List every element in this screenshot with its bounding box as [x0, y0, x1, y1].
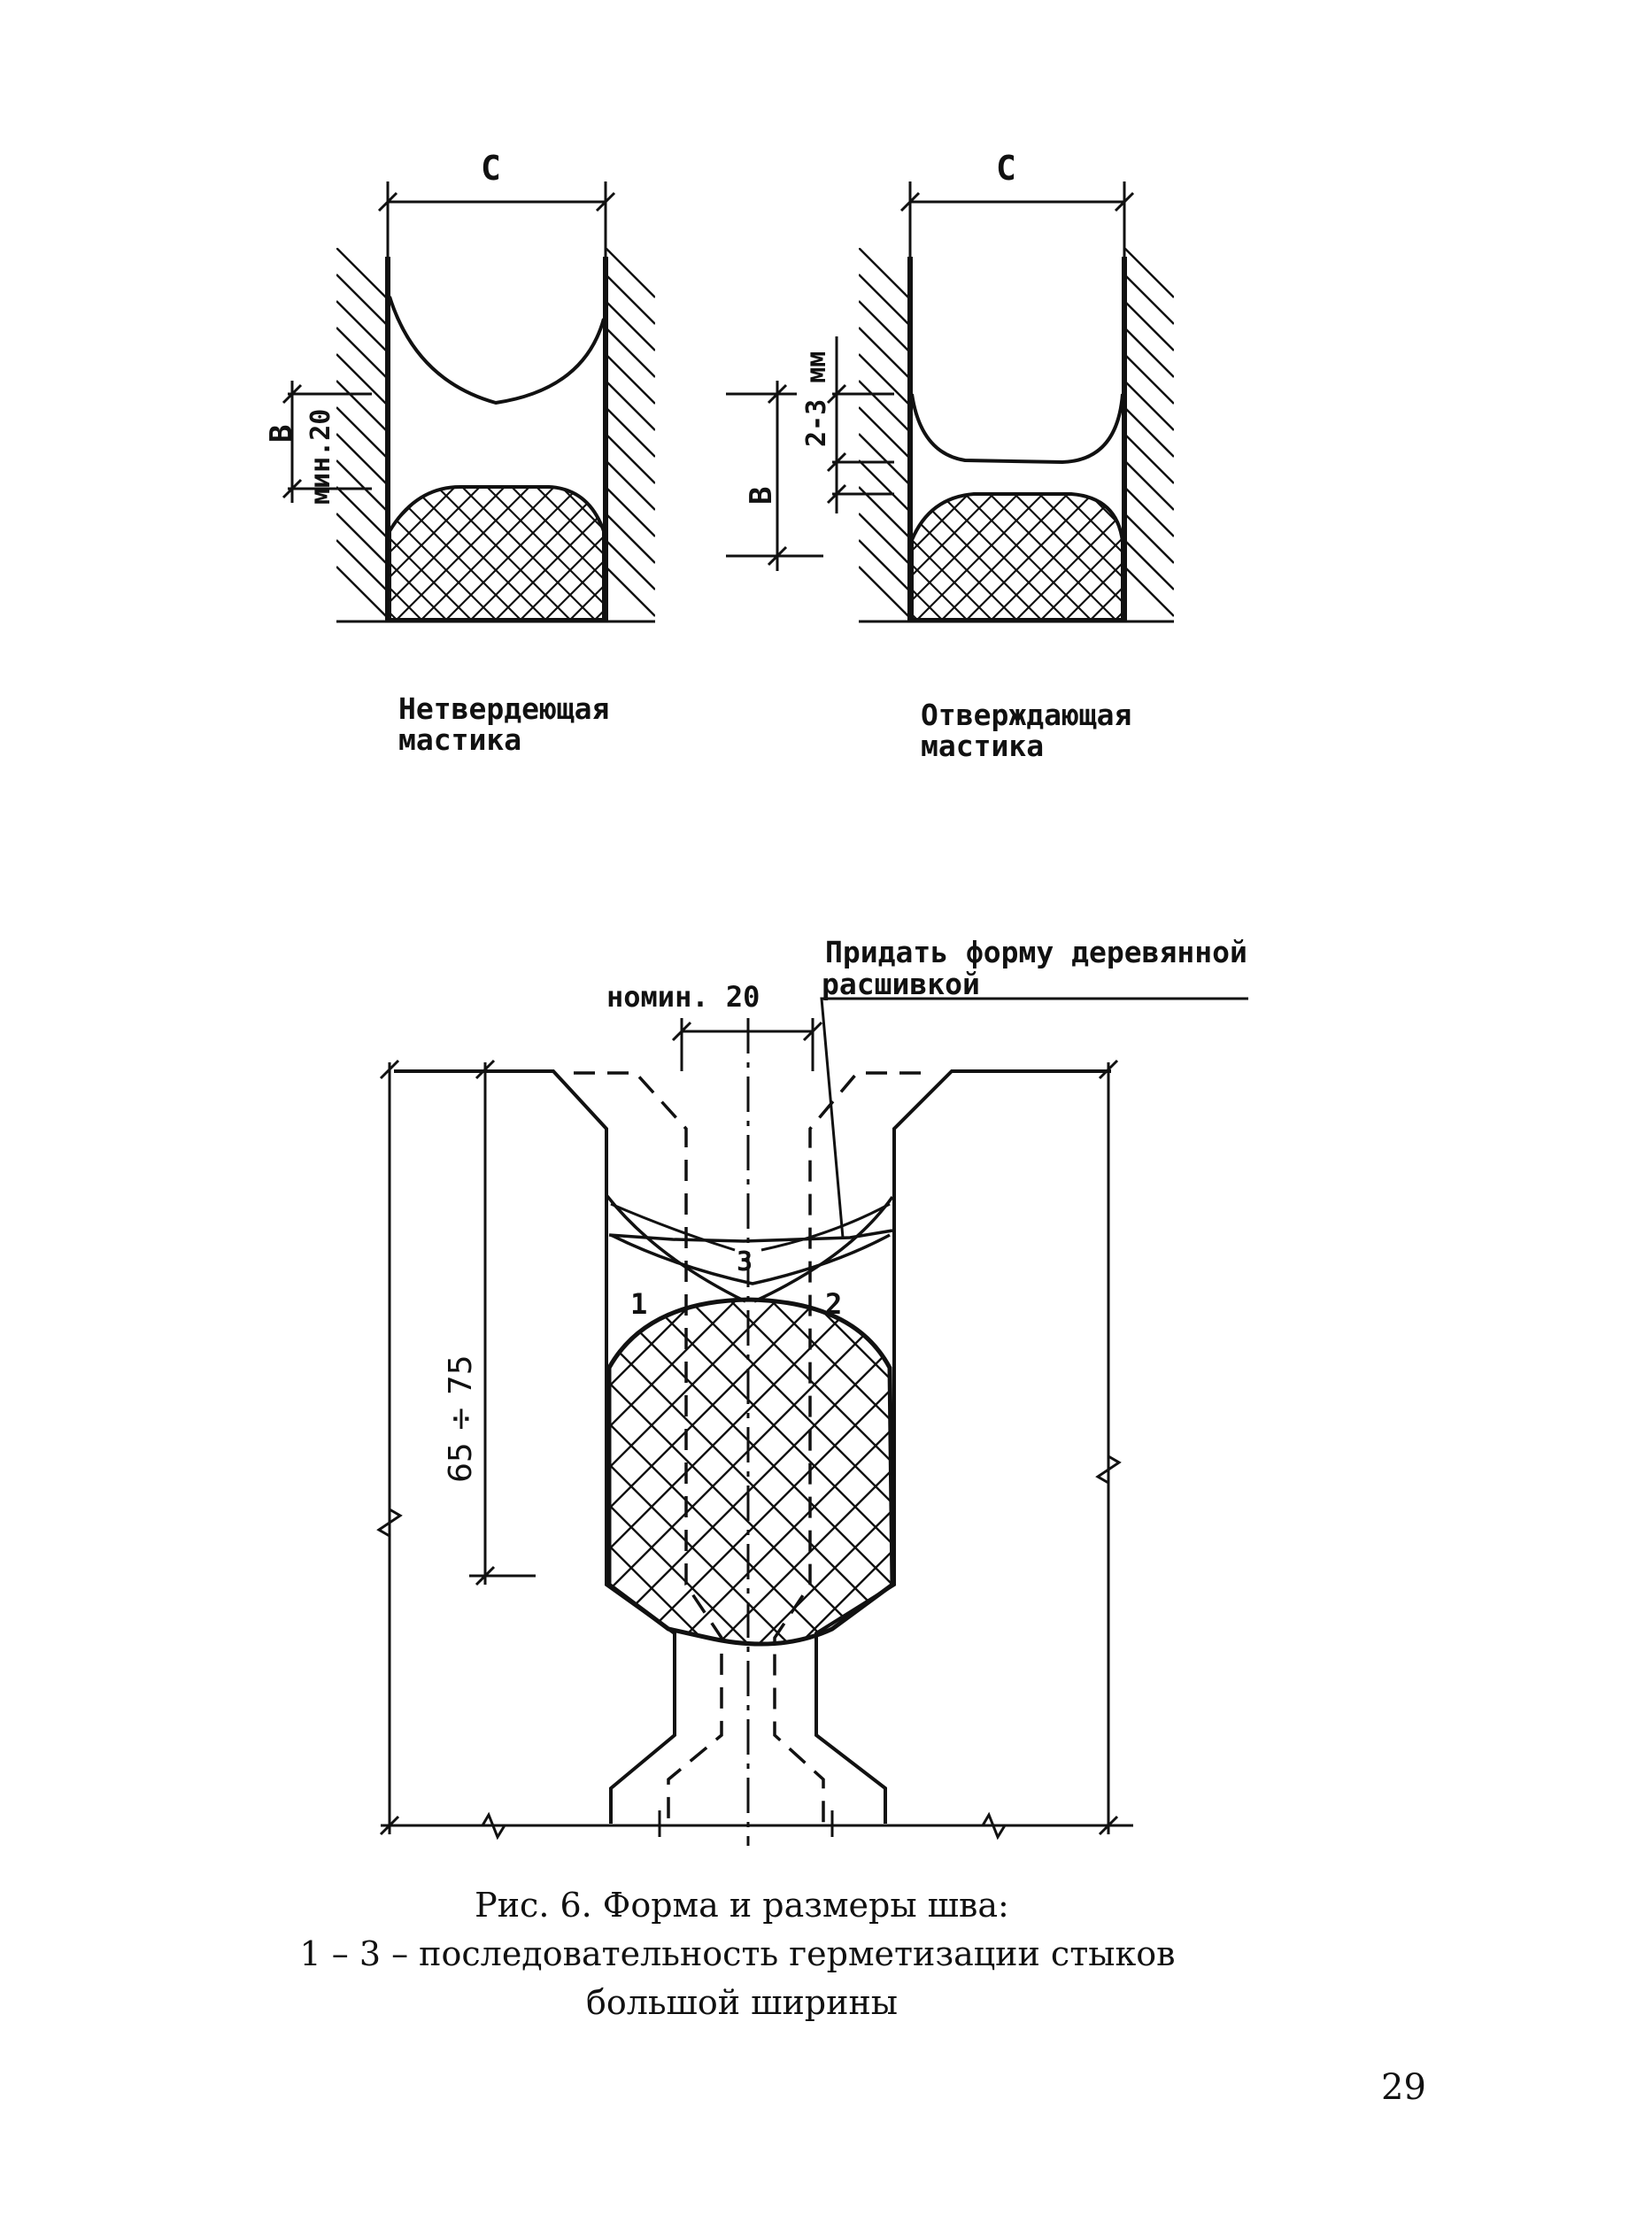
- backer-rod-main: [606, 1297, 895, 1647]
- caption-line-1: Рис. 6. Форма и размеры шва:: [475, 1886, 1009, 1925]
- dimension-gap-b: [826, 336, 894, 513]
- figure-a-nonhardening: [282, 181, 655, 623]
- seq-2-curve: [760, 1202, 891, 1252]
- dimension-c-a: [377, 181, 616, 257]
- caption-line-3: большой ширины: [585, 1983, 899, 2022]
- sealant-surface-1: [605, 1193, 746, 1303]
- main-note-line-2: расшивкой: [822, 967, 980, 1001]
- dimension-nom-20: [671, 1018, 823, 1071]
- dimension-overall-left: [376, 1059, 403, 1836]
- fig-a-dim-c: C: [481, 149, 501, 188]
- note-leader: [820, 997, 1248, 1239]
- fig-a-dim-b: B: [264, 424, 299, 443]
- page-number: 29: [1381, 2067, 1426, 2108]
- fig-b-dim-c: C: [996, 149, 1016, 188]
- sealant-surface-b: [910, 393, 1124, 465]
- seq-1-curve: [610, 1202, 736, 1252]
- caption-line-2: 1 – 3 – последовательность герметизации …: [299, 1934, 1176, 1973]
- sealant-surface-3: [610, 1233, 891, 1285]
- wall-right-b: [1122, 248, 1174, 621]
- main-note-line-1: Придать форму деревянной: [825, 935, 1247, 969]
- sealant-surface-2: [753, 1195, 894, 1303]
- fig-a-label-2: мастика: [398, 722, 522, 757]
- fig-b-dim-gap: 2-3 мм: [801, 351, 832, 447]
- main-dim-depth: 65 ÷ 75: [443, 1354, 479, 1483]
- main-seq-1: 1: [630, 1287, 648, 1321]
- sealant-line-top: [608, 1229, 893, 1243]
- dimension-bottom: [381, 1810, 1133, 1841]
- main-seq-3: 3: [737, 1246, 753, 1277]
- fig-b-label-2: мастика: [921, 729, 1045, 763]
- backer-rod-b: [910, 492, 1124, 621]
- fig-b-dim-b: B: [744, 486, 779, 505]
- fig-a-label-1: Нетвердеющая: [398, 691, 610, 726]
- dimension-overall-right: [1095, 1059, 1122, 1836]
- dimension-b-b: [726, 381, 823, 571]
- sealant-surface-a: [388, 296, 606, 405]
- fig-a-dim-min: мин.20: [305, 408, 336, 505]
- figure-main-wide-joint: [376, 997, 1248, 1846]
- main-dim-nom: номин. 20: [606, 980, 760, 1014]
- dimension-b-a: [282, 381, 372, 503]
- wall-left-a: [336, 248, 390, 621]
- dimension-c-b: [899, 181, 1135, 257]
- wall-right-a: [603, 248, 655, 621]
- wall-left-b: [859, 248, 913, 621]
- main-seq-2: 2: [825, 1287, 843, 1321]
- figure-b-hardening: [726, 181, 1174, 623]
- fig-b-label-1: Отверждающая: [921, 698, 1132, 732]
- dimension-depth: [469, 1059, 536, 1586]
- backer-rod-a: [388, 485, 606, 621]
